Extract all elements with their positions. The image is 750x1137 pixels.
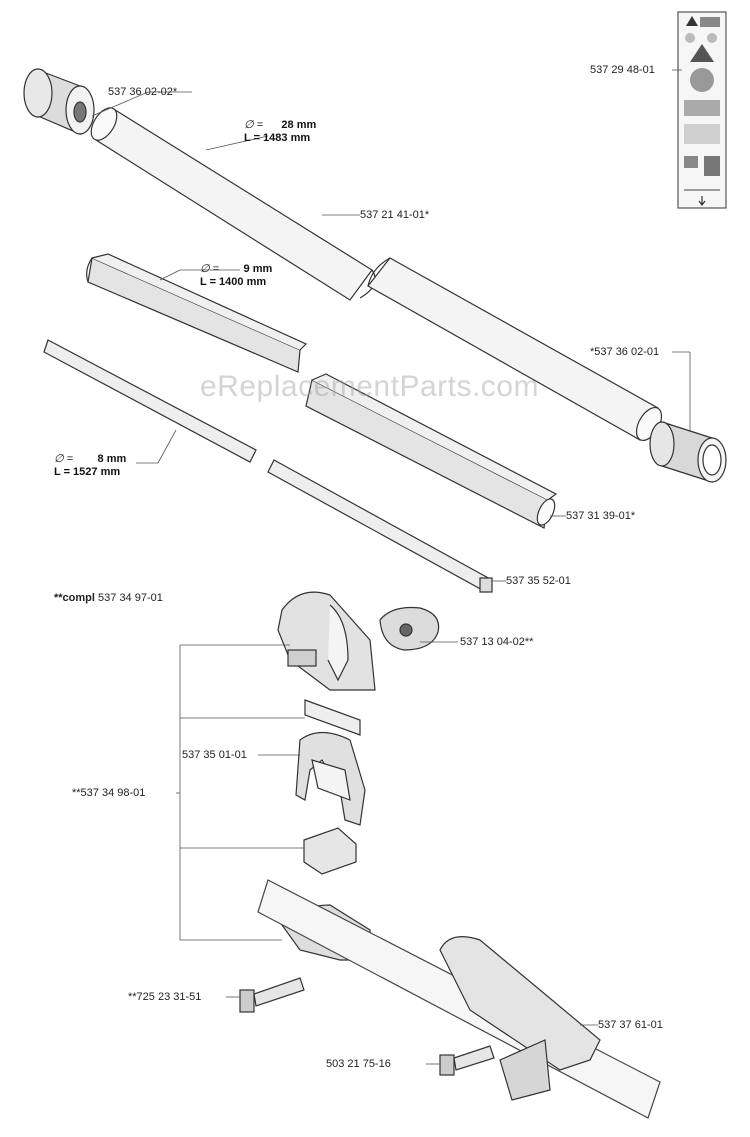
diameter-symbol: ∅ = [244, 119, 264, 131]
part-label-handle-loop: 537 35 01-01 [182, 749, 247, 761]
part-label-drive-shaft: 537 35 52-01 [506, 575, 571, 587]
part-label-end-cap-top: 537 36 02-02* [108, 86, 178, 98]
shaft-end-cap-bottom [649, 421, 727, 483]
length-value: L = 1527 mm [54, 466, 121, 478]
clamp-nut [379, 606, 440, 651]
part-label-liner-profile: 537 31 39-01* [566, 510, 636, 522]
length-value: L = 1400 mm [200, 276, 267, 288]
diameter-symbol: ∅ = [54, 453, 74, 465]
compl-number: 537 34 97-01 [98, 592, 163, 604]
shaft-end-cap-top [23, 68, 95, 135]
clamp-screw [239, 977, 305, 1013]
leader-lines [91, 69, 691, 1065]
clamp-spacer [303, 827, 357, 875]
part-label-decal: 537 29 48-01 [590, 64, 655, 76]
diameter-value: 28 mm [281, 119, 317, 131]
handle-loop [295, 731, 366, 826]
drive-shaft-lower [267, 459, 493, 593]
liner-profile-upper [86, 253, 308, 373]
dimension-outer-tube: ∅ = 28 mm L = 1483 mm [244, 119, 316, 145]
handle-shaft-tube [257, 879, 661, 1119]
part-label-clamp-kit: **537 34 98-01 [72, 787, 146, 799]
dimension-drive-shaft: ∅ = 8 mm L = 1527 mm [54, 453, 126, 479]
part-label-outer-tube: 537 21 41-01* [360, 209, 430, 221]
compl-prefix: **compl [54, 592, 95, 604]
outer-tube-upper [90, 107, 376, 301]
drive-shaft-upper [43, 339, 257, 463]
part-label-grip-screw: 503 21 75-16 [326, 1058, 391, 1070]
watermark: eReplacementParts.com [200, 370, 539, 403]
diameter-symbol: ∅ = [200, 263, 220, 275]
throttle-lockout-insert [304, 699, 361, 736]
length-value: L = 1483 mm [244, 132, 311, 144]
grip-screw [439, 1045, 495, 1076]
part-label-clamp-nut: 537 13 04-02** [460, 636, 534, 648]
diameter-value: 9 mm [243, 263, 273, 275]
part-label-clamp-screw: **725 23 31-51 [128, 991, 202, 1003]
part-label-end-cap-bottom: *537 36 02-01 [590, 346, 660, 358]
part-label-handle-grip: 537 37 61-01 [598, 1019, 663, 1031]
compl-kit-label: **compl 537 34 97-01 [54, 592, 163, 605]
warning-decal [677, 11, 727, 209]
clamp-top-half [277, 591, 376, 691]
handle-grip [439, 936, 601, 1101]
liner-profile-lower [305, 373, 558, 529]
diameter-value: 8 mm [97, 453, 127, 465]
dimension-liner-profile: ∅ = 9 mm L = 1400 mm [200, 263, 272, 289]
